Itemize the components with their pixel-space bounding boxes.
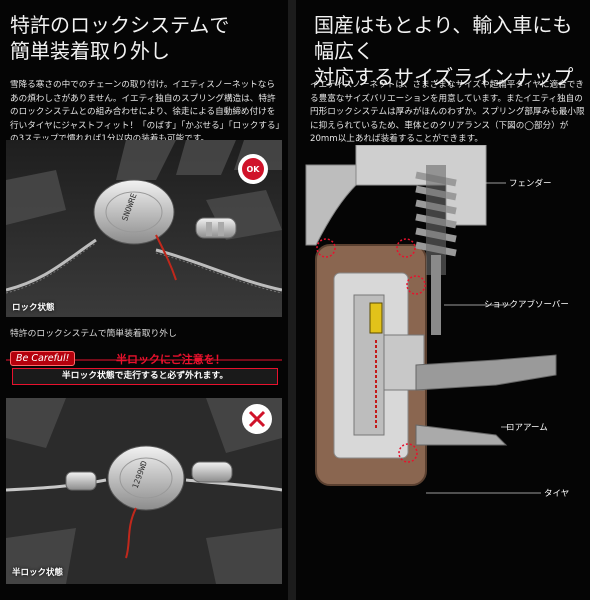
left-heading: 特許のロックシステムで 簡単装着取り外し: [10, 12, 280, 64]
suspension-illustration: [305, 144, 557, 494]
half-locked-state-illustration: 1299WD: [6, 398, 282, 584]
tire-label: タイヤ: [544, 489, 570, 499]
warning-section: Be Careful! 半ロックにご注意を！ 半ロック状態で走行すると必ず外れま…: [6, 346, 282, 388]
right-panel: 国産はもとより、輸入車にも幅広く 対応するサイズラインナップ イエティスノーネッ…: [296, 0, 590, 600]
left-panel: 特許のロックシステムで 簡単装着取り外し 雪降る寒さの中でのチェーンの取り付け。…: [0, 0, 288, 600]
ok-badge: OK: [238, 154, 268, 184]
half-lock-warning-title: 半ロックにご注意を！: [116, 353, 226, 366]
locked-state-photo: SNOWRE OK: [6, 140, 282, 317]
half-locked-state-photo: 1299WD: [6, 398, 282, 584]
right-heading-text: 国産はもとより、輸入車にも幅広く 対応するサイズラインナップ: [314, 13, 574, 89]
right-heading: 国産はもとより、輸入車にも幅広く 対応するサイズラインナップ: [314, 12, 584, 90]
close-icon: [248, 410, 266, 428]
ok-label: OK: [246, 164, 260, 174]
half-lock-warning-text: 半ロック状態で走行すると必ず外れます。: [12, 368, 278, 385]
left-paragraph: 雪降る寒さの中でのチェーンの取り付け。イエティスノーネットならあの煩わしさがあり…: [10, 80, 280, 144]
ok-icon: OK: [242, 158, 264, 180]
left-subtitle: 特許のロックシステムで簡単装着取り外し: [10, 329, 177, 339]
lower-arm-label: ロアアーム: [506, 423, 548, 433]
be-careful-badge: Be Careful!: [10, 351, 76, 366]
suspension-diagram: フェンダー ショックアブソーバー ロアアーム タイヤ: [296, 144, 590, 565]
locked-state-caption: ロック状態: [12, 303, 55, 313]
locked-state-illustration: SNOWRE: [6, 140, 282, 317]
fender-label: フェンダー: [509, 179, 552, 189]
shock-absorber-label: ショックアブソーバー: [484, 300, 569, 310]
right-paragraph: イエティスノーネットは、さまざまなサイズや超扁平タイヤに適合できる豊富なサイズバ…: [310, 80, 585, 145]
half-locked-state-caption: 半ロック状態: [12, 568, 64, 578]
panel-divider: [288, 0, 296, 600]
ng-badge: [242, 404, 272, 434]
left-heading-text: 特許のロックシステムで 簡単装着取り外し: [10, 13, 230, 63]
